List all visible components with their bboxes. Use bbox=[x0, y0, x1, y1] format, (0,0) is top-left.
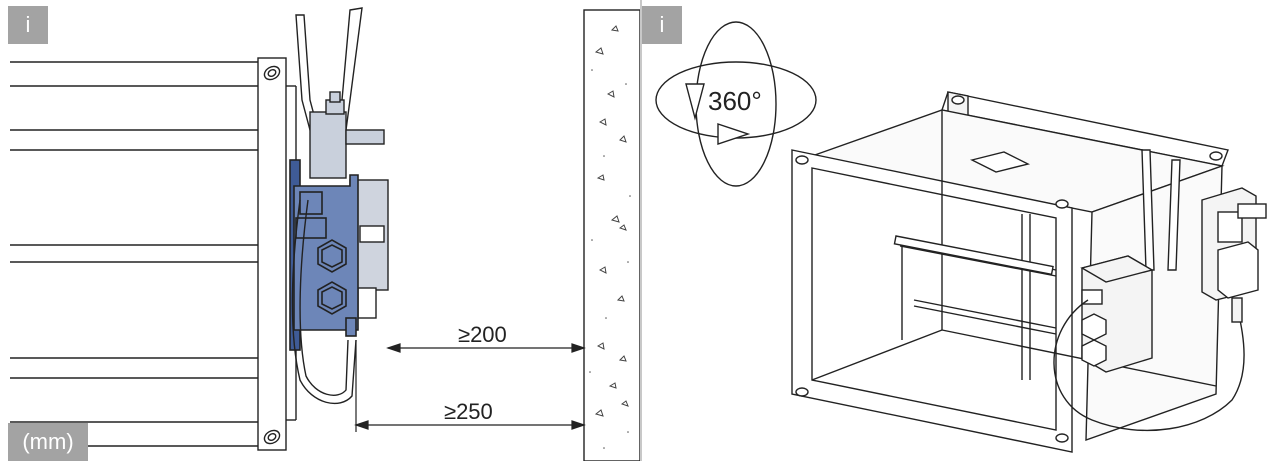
info-badge: i bbox=[8, 6, 48, 44]
unit-label: (mm) bbox=[8, 423, 88, 461]
info-badge-right: i bbox=[642, 6, 682, 44]
isometric-view-panel: 360° bbox=[642, 0, 1273, 461]
duct-flange bbox=[257, 57, 297, 451]
panel-divider bbox=[640, 0, 642, 461]
duct-body bbox=[10, 61, 262, 447]
rotation-icon bbox=[655, 21, 817, 187]
isometric-view-drawing: 360° bbox=[655, 21, 1267, 453]
dimension-lines bbox=[354, 340, 586, 432]
side-view-drawing: ≥200 ≥250 bbox=[10, 7, 640, 461]
dim-label-200: ≥200 bbox=[458, 322, 507, 347]
side-view-panel: ≥200 ≥250 i (mm) bbox=[8, 6, 640, 461]
mounting-bracket bbox=[309, 91, 385, 179]
actuator-assembly bbox=[1053, 149, 1267, 432]
actuator-body bbox=[289, 159, 359, 351]
rotation-label: 360° bbox=[708, 86, 762, 116]
wall bbox=[583, 9, 640, 461]
dim-label-250: ≥250 bbox=[444, 399, 493, 424]
damper-box bbox=[791, 91, 1229, 453]
hanging-cable bbox=[291, 199, 357, 405]
